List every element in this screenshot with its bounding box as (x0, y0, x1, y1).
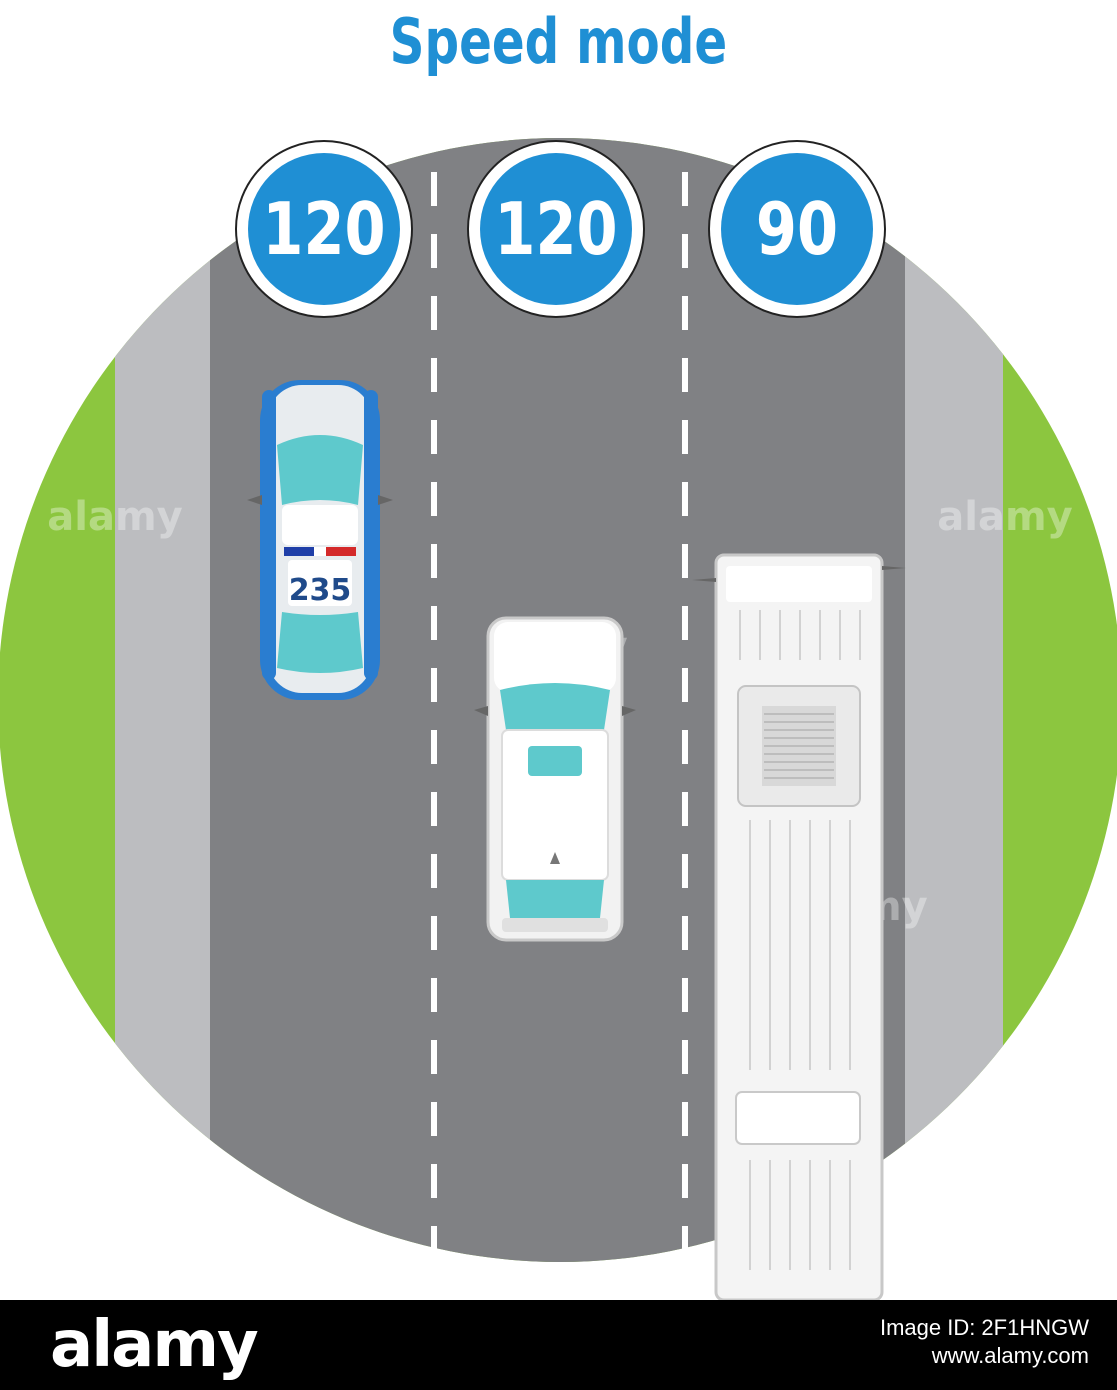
lane-dash (431, 1040, 437, 1074)
lane-dash (431, 1288, 437, 1300)
lane-dash (431, 296, 437, 330)
page-title: Speed mode (389, 5, 728, 78)
speed-sign-right: 90 (708, 140, 886, 318)
road-scene: alamy alamy alamy alamy 235 (0, 138, 1117, 1300)
stock-footer: alamy Image ID: 2F1HNGW www.alamy.com (0, 1300, 1117, 1390)
lane-dash (682, 1164, 688, 1198)
lane-dash (682, 172, 688, 206)
police-car-number: 235 (289, 573, 352, 608)
lane-dash (682, 482, 688, 516)
lane-dash (431, 916, 437, 950)
right-shoulder (905, 138, 1003, 1262)
lane-dash (431, 234, 437, 268)
lane-dash (682, 978, 688, 1012)
lane-dash (431, 606, 437, 640)
watermark: alamy (937, 494, 1072, 540)
alamy-logo: alamy (50, 1308, 259, 1382)
lane-dash (682, 854, 688, 888)
lane-dash (682, 668, 688, 702)
lane-dash (431, 668, 437, 702)
lane-dash (431, 792, 437, 826)
lane-dash (682, 358, 688, 392)
lane-dash (682, 420, 688, 454)
lane-dash (431, 1102, 437, 1136)
lane-dash (431, 420, 437, 454)
lane-dash (431, 978, 437, 1012)
lane-dash (431, 854, 437, 888)
lane-dash (431, 1164, 437, 1198)
speed-sign-left: 120 (235, 140, 413, 318)
lane-dash (682, 730, 688, 764)
site-url: www.alamy.com (931, 1343, 1089, 1368)
lane-dash (682, 296, 688, 330)
lane-dash (431, 482, 437, 516)
watermark: alamy (47, 494, 182, 540)
lane-dash (682, 1288, 688, 1300)
white-suv (474, 616, 636, 942)
speed-limit-value: 90 (756, 187, 838, 271)
image-id: Image ID: 2F1HNGW (879, 1315, 1089, 1340)
bus (692, 553, 906, 1300)
left-shoulder (115, 138, 210, 1262)
lane-dividers (431, 172, 688, 1300)
speed-limit-value: 120 (494, 187, 617, 271)
speed-limit-value: 120 (262, 187, 385, 271)
lane-dash (682, 916, 688, 950)
lane-dash (682, 234, 688, 268)
lane-dash (682, 606, 688, 640)
lane-dash (682, 544, 688, 578)
speed-sign-middle: 120 (467, 140, 645, 318)
lane-dash (431, 1226, 437, 1260)
lane-dash (431, 544, 437, 578)
lane-dash (682, 1102, 688, 1136)
lane-dash (682, 1226, 688, 1260)
lane-dash (682, 1040, 688, 1074)
lane-dash (431, 730, 437, 764)
lane-dash (431, 172, 437, 206)
lane-dash (431, 358, 437, 392)
police-car: 235 (247, 380, 393, 700)
lane-dash (682, 792, 688, 826)
